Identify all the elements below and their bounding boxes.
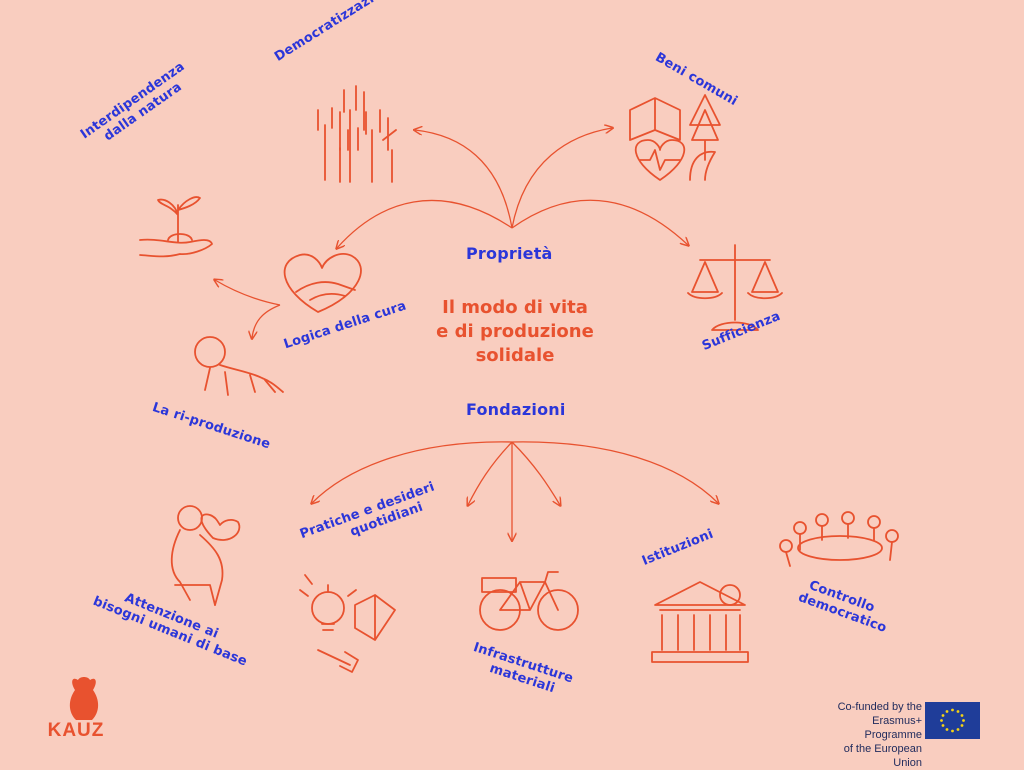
funding-line-2: Erasmus+ Programme	[864, 715, 922, 741]
arrow-to-sufficienza	[511, 199, 688, 245]
branch-label-proprieta: Proprietà	[466, 244, 553, 263]
arrow-to-interdipendenza	[215, 280, 281, 306]
bulb-book-hammer-icon	[299, 574, 396, 673]
arrow-to-istituzioni-inner	[511, 441, 560, 505]
arrow-to-pratiche-inner	[468, 441, 513, 505]
center-title: Il modo di vita e di produzione solidale	[395, 296, 635, 368]
people-table-icon	[779, 511, 899, 567]
scales-icon	[687, 244, 783, 331]
owl-icon	[69, 677, 99, 720]
arrow-to-istituzioni	[511, 441, 718, 503]
kauz-logo-text: KAUZ	[47, 720, 105, 741]
center-title-line-1: Il modo di vita	[442, 297, 588, 318]
building-icon	[651, 581, 749, 663]
arrow-to-beni-comuni	[511, 128, 612, 229]
lower-arrows	[312, 441, 718, 540]
branch-label-fondazioni: Fondazioni	[466, 400, 566, 419]
center-title-line-3: solidale	[475, 345, 555, 366]
arrow-to-pratiche	[312, 441, 513, 503]
center-title-line-2: e di produzione	[436, 321, 594, 342]
eu-flag-icon	[925, 702, 980, 739]
kauz-logo: KAUZ	[44, 678, 108, 742]
funding-line-1: Co-funded by the	[837, 701, 922, 713]
person-heart-icon	[170, 505, 241, 606]
raised-hands-icon	[317, 85, 397, 183]
arrow-to-democratizzazione	[415, 130, 513, 229]
funding-line-3: of the European Union	[843, 743, 922, 769]
heart-hands-icon	[283, 253, 362, 313]
bicycle-icon	[479, 571, 579, 631]
hand-sprout-icon	[139, 196, 213, 258]
care-arrows	[215, 280, 281, 338]
funding-text: Co-funded by the Erasmus+ Programme of t…	[822, 700, 922, 770]
book-tree-heart-icon	[629, 94, 721, 181]
arrow-to-riproduzione	[252, 304, 281, 338]
arrow-to-logica-cura	[337, 199, 513, 248]
upper-arrows	[337, 128, 688, 248]
crawling-baby-icon	[194, 336, 284, 396]
